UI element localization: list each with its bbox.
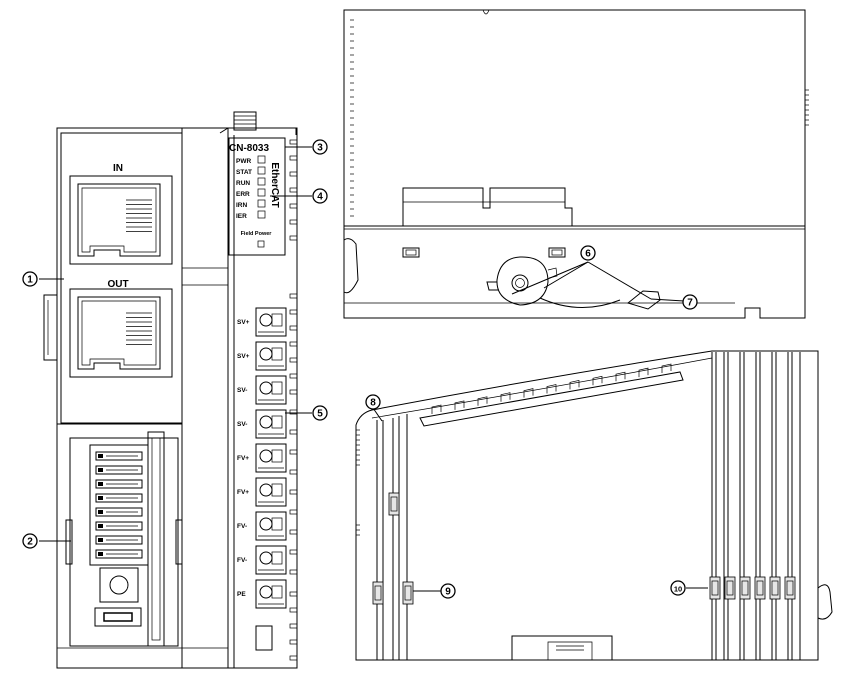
led-label-irn: IRN [236,202,248,209]
svg-text:9: 9 [445,587,451,598]
side-housing-outline [343,9,806,319]
svg-text:4: 4 [317,192,323,203]
led-indicator-run [257,177,266,186]
callout-badges: 1 2 3 4 5 6 7 8 9 10 [22,139,698,599]
front-view: IN OUT CN-8033 PWR STAT RUN ERR IRN IER Ether… [43,111,298,669]
svg-text:6: 6 [585,249,591,260]
led-indicator-irn [257,199,266,208]
lower-housing-outline [355,350,819,661]
callout-5: 5 [312,405,328,421]
reset-button[interactable] [99,567,139,603]
callouts [39,146,312,542]
terminal-slot-1[interactable] [255,307,287,337]
terminal-label-8: FV- [237,557,247,564]
svg-text:3: 3 [317,143,323,154]
led-indicator-pwr [257,155,266,164]
callout-2: 2 [22,533,38,549]
terminal-slot-6[interactable] [255,477,287,507]
svg-text:7: 7 [687,298,693,309]
usb-port[interactable] [94,607,142,627]
led-label-err: ERR [236,191,250,198]
latch-row [709,576,796,600]
din-hook-right [817,584,833,620]
terminal-label-4: SV- [237,421,247,428]
led-label-stat: STAT [236,169,252,176]
terminal-label-7: FV- [237,523,247,530]
callout-8: 8 [365,394,381,410]
led-label-run: RUN [236,180,250,187]
terminal-slot-2[interactable] [255,341,287,371]
svg-text:8: 8 [370,398,376,409]
callout-3: 3 [312,139,328,155]
terminal-slot-5[interactable] [255,443,287,473]
model-label: CN-8033 [229,143,269,154]
callout-9: 9 [440,583,456,599]
callout-7: 7 [682,294,698,310]
led-indicator-ier [257,210,266,219]
led-label-ier: IER [236,213,247,220]
dip-switches[interactable] [95,451,143,559]
terminal-slot-9[interactable] [255,579,287,609]
latch-lower-a [372,581,384,605]
front-housing-outline [56,127,298,669]
svg-text:2: 2 [27,537,33,548]
slot-left [402,247,420,258]
latch-lower-b [402,581,414,605]
field-power-label: Field Power [241,231,273,237]
port-out-label: OUT [107,279,128,290]
terminal-block: SV+ SV+ SV- SV- FV+ FV+ FV- FV- PE [237,307,287,609]
svg-text:10: 10 [674,585,682,594]
callout-6: 6 [580,245,596,261]
latch-upper [388,492,400,516]
svg-text:1: 1 [27,275,33,286]
led-indicator-stat [257,166,266,175]
dip-cover [147,431,165,647]
svg-text:5: 5 [317,409,323,420]
latch-tab [626,290,661,310]
terminal-slot-3[interactable] [255,375,287,405]
rj45-in-port[interactable] [69,175,173,265]
latch-arc [539,297,621,308]
terminal-label-6: FV+ [237,489,249,496]
callout-1: 1 [22,271,38,287]
terminal-label-1: SV+ [237,319,250,326]
housing-fins [289,139,298,661]
terminal-label-3: SV- [237,387,247,394]
callout-10: 10 [670,580,686,596]
top-connector-outline [402,187,573,226]
side-view-bottom [355,350,833,661]
rj45-out-port[interactable] [69,288,173,378]
terminal-label-2: SV+ [237,353,250,360]
terminal-slot-4[interactable] [255,409,287,439]
terminal-label-9: PE [237,591,246,598]
top-latch [233,111,257,131]
slot-right [548,247,566,258]
terminal-slot-8[interactable] [255,545,287,575]
side-view-top [343,9,809,319]
status-leds: PWR STAT RUN ERR IRN IER [236,155,266,220]
port-in-label: IN [113,163,123,174]
field-power-led [257,240,265,248]
terminal-strip [419,371,684,427]
dip-switch-panel [69,437,179,647]
terminal-slot-7[interactable] [255,511,287,541]
side-clip [43,294,58,361]
ethercat-logo-text: EtherCAT [269,162,280,207]
terminal-label-5: FV+ [237,455,249,462]
callout-4: 4 [312,188,328,204]
led-indicator-err [257,188,266,197]
din-hook-left [343,238,359,294]
led-label-pwr: PWR [236,158,251,165]
rotary-latch[interactable] [486,256,558,306]
